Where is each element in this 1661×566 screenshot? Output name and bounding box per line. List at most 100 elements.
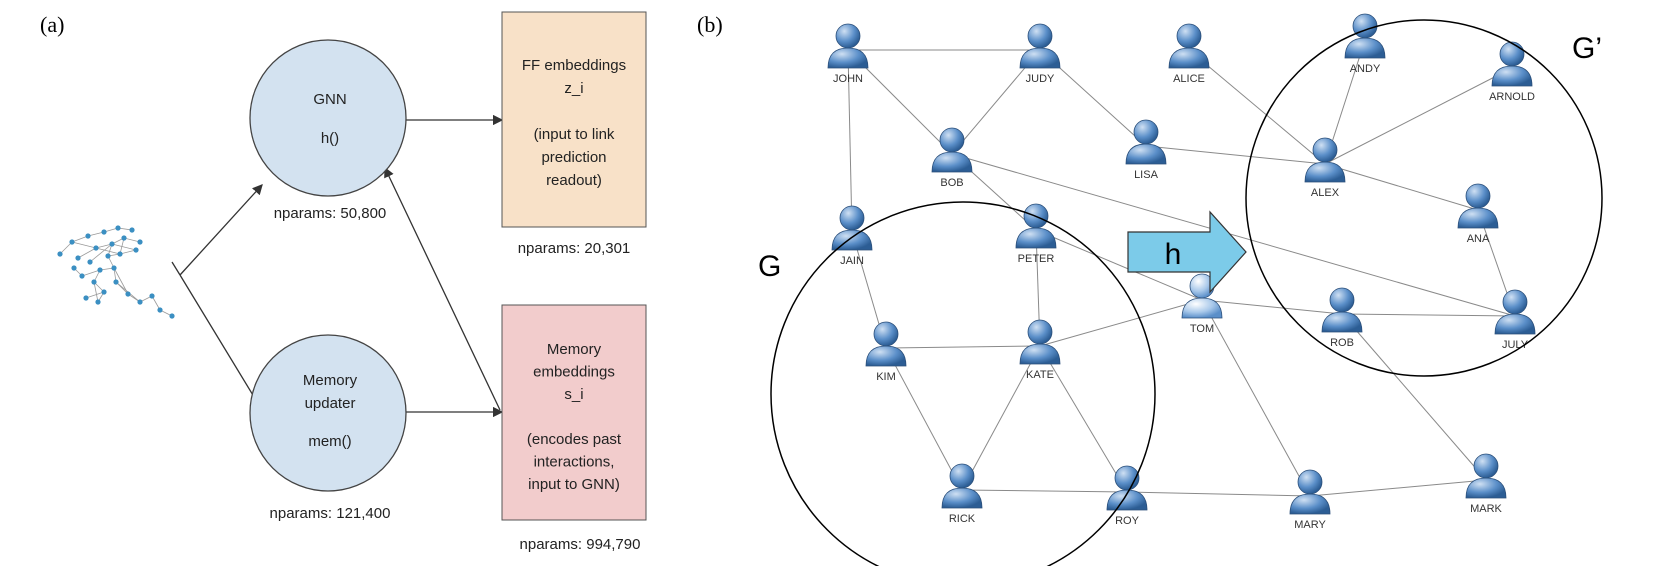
mini-graph-node xyxy=(149,293,155,299)
mini-graph-node xyxy=(105,253,111,259)
edge-tom-mary xyxy=(1201,299,1311,497)
edge-rob-mark xyxy=(1341,313,1487,481)
mini-graph-node xyxy=(85,233,91,239)
mini-graph-node xyxy=(125,291,131,297)
mini-graph-edge xyxy=(81,269,101,277)
person-tom: TOM xyxy=(1181,273,1223,335)
box-text-line: readout) xyxy=(546,172,602,189)
ff-params: nparams: 20,301 xyxy=(518,240,631,257)
mini-graph-node xyxy=(113,279,119,285)
memory-function: mem() xyxy=(308,433,351,450)
edge-bob-july xyxy=(951,153,1516,317)
memory-embeddings-box: Memory embeddings s_i (encodes past interact… xyxy=(501,304,647,553)
set-g-prime-circle xyxy=(1245,19,1603,377)
mini-graph-node xyxy=(137,299,143,305)
person-name: MARY xyxy=(1294,519,1326,531)
edge-kate-tom xyxy=(1039,299,1203,347)
memory-title-line2: updater xyxy=(305,395,356,412)
box-text-line: interactions, xyxy=(534,454,615,471)
memory-title-line1: Memory xyxy=(303,372,358,389)
person-bob: BOB xyxy=(931,127,973,189)
edge-mary-mark xyxy=(1309,479,1487,497)
mini-graph-node xyxy=(129,227,135,233)
person-icon xyxy=(941,463,983,509)
box-text-line: s_i xyxy=(564,386,583,403)
mini-graph-edge xyxy=(87,231,105,237)
person-rob: ROB xyxy=(1321,287,1363,349)
box-text-line: input to GNN) xyxy=(528,476,620,493)
person-kate: KATE xyxy=(1019,319,1061,381)
person-name: KIM xyxy=(876,371,896,383)
person-roy: ROY xyxy=(1106,465,1148,527)
person-icon xyxy=(1019,23,1061,69)
person-icon xyxy=(1494,289,1536,335)
box-text-line: embeddings xyxy=(533,364,615,381)
edge-rob-july xyxy=(1341,313,1516,317)
person-john: JOHN xyxy=(827,23,869,85)
mini-graph-edge xyxy=(95,243,113,249)
mini-graph-node xyxy=(97,267,103,273)
edge-peter-tom xyxy=(1035,229,1203,301)
mini-graph-node xyxy=(133,247,139,253)
mini-graph-edge xyxy=(151,295,161,311)
person-icon xyxy=(1106,465,1148,511)
person-name: PETER xyxy=(1018,253,1055,265)
memory-updater-node: Memory updater mem() nparams: 121,400 xyxy=(249,334,407,522)
mapping-arrow-h: h xyxy=(1127,210,1247,294)
mini-graph-edge xyxy=(71,241,97,249)
edge-alex-ana xyxy=(1324,163,1479,211)
mini-graph-node xyxy=(109,241,115,247)
edge-rick-roy xyxy=(961,489,1128,493)
person-icon xyxy=(865,321,907,367)
person-icon xyxy=(1015,203,1057,249)
person-name: ALEX xyxy=(1311,187,1340,199)
mini-graph-node xyxy=(157,307,163,313)
person-jain: JAIN xyxy=(831,205,873,267)
gnn-title: GNN xyxy=(313,91,346,108)
gnn-params: nparams: 50,800 xyxy=(274,205,387,222)
edge-john-jain xyxy=(847,49,853,233)
set-g-prime-label: G’ xyxy=(1572,32,1602,65)
gnn-function: h() xyxy=(321,130,339,147)
mini-graph-node xyxy=(83,295,89,301)
input-graph-thumbnail xyxy=(57,225,175,319)
mini-graph-edge xyxy=(93,281,99,303)
edge-arnold-alex xyxy=(1324,67,1513,165)
person-alice: ALICE xyxy=(1168,23,1210,85)
box-text-line: (encodes past xyxy=(527,431,622,448)
mini-graph-edge xyxy=(59,241,73,255)
connector-arrows xyxy=(171,114,504,418)
person-icon xyxy=(1321,287,1363,333)
person-kim: KIM xyxy=(865,321,907,383)
mini-graph-node xyxy=(79,273,85,279)
person-name: ROB xyxy=(1330,337,1354,349)
person-icon xyxy=(1457,183,1499,229)
mini-graph-edge xyxy=(119,249,137,255)
person-arnold: ARNOLD xyxy=(1489,41,1535,103)
mini-graph-edge xyxy=(111,243,137,251)
person-ana: ANA xyxy=(1457,183,1499,245)
panel-a-label: (a) xyxy=(40,12,64,37)
mini-graph-node xyxy=(101,229,107,235)
box-text-line: Memory xyxy=(547,341,602,358)
edge-roy-mary xyxy=(1126,491,1311,497)
person-name: ALICE xyxy=(1173,73,1205,85)
person-icon xyxy=(1125,119,1167,165)
person-rick: RICK xyxy=(941,463,983,525)
person-name: BOB xyxy=(940,177,963,189)
person-icon xyxy=(827,23,869,69)
mini-graph-node xyxy=(115,225,121,231)
mini-graph-node xyxy=(121,235,127,241)
person-icon xyxy=(831,205,873,251)
mini-graph-node xyxy=(69,239,75,245)
person-name: JOHN xyxy=(833,73,863,85)
person-name: KATE xyxy=(1026,369,1054,381)
edge-alice-alex xyxy=(1188,49,1326,165)
mini-graph-node xyxy=(137,239,143,245)
memory-embeddings-text: Memory embeddings s_i (encodes past interact… xyxy=(527,341,622,493)
edge-tom-rob xyxy=(1201,299,1343,315)
